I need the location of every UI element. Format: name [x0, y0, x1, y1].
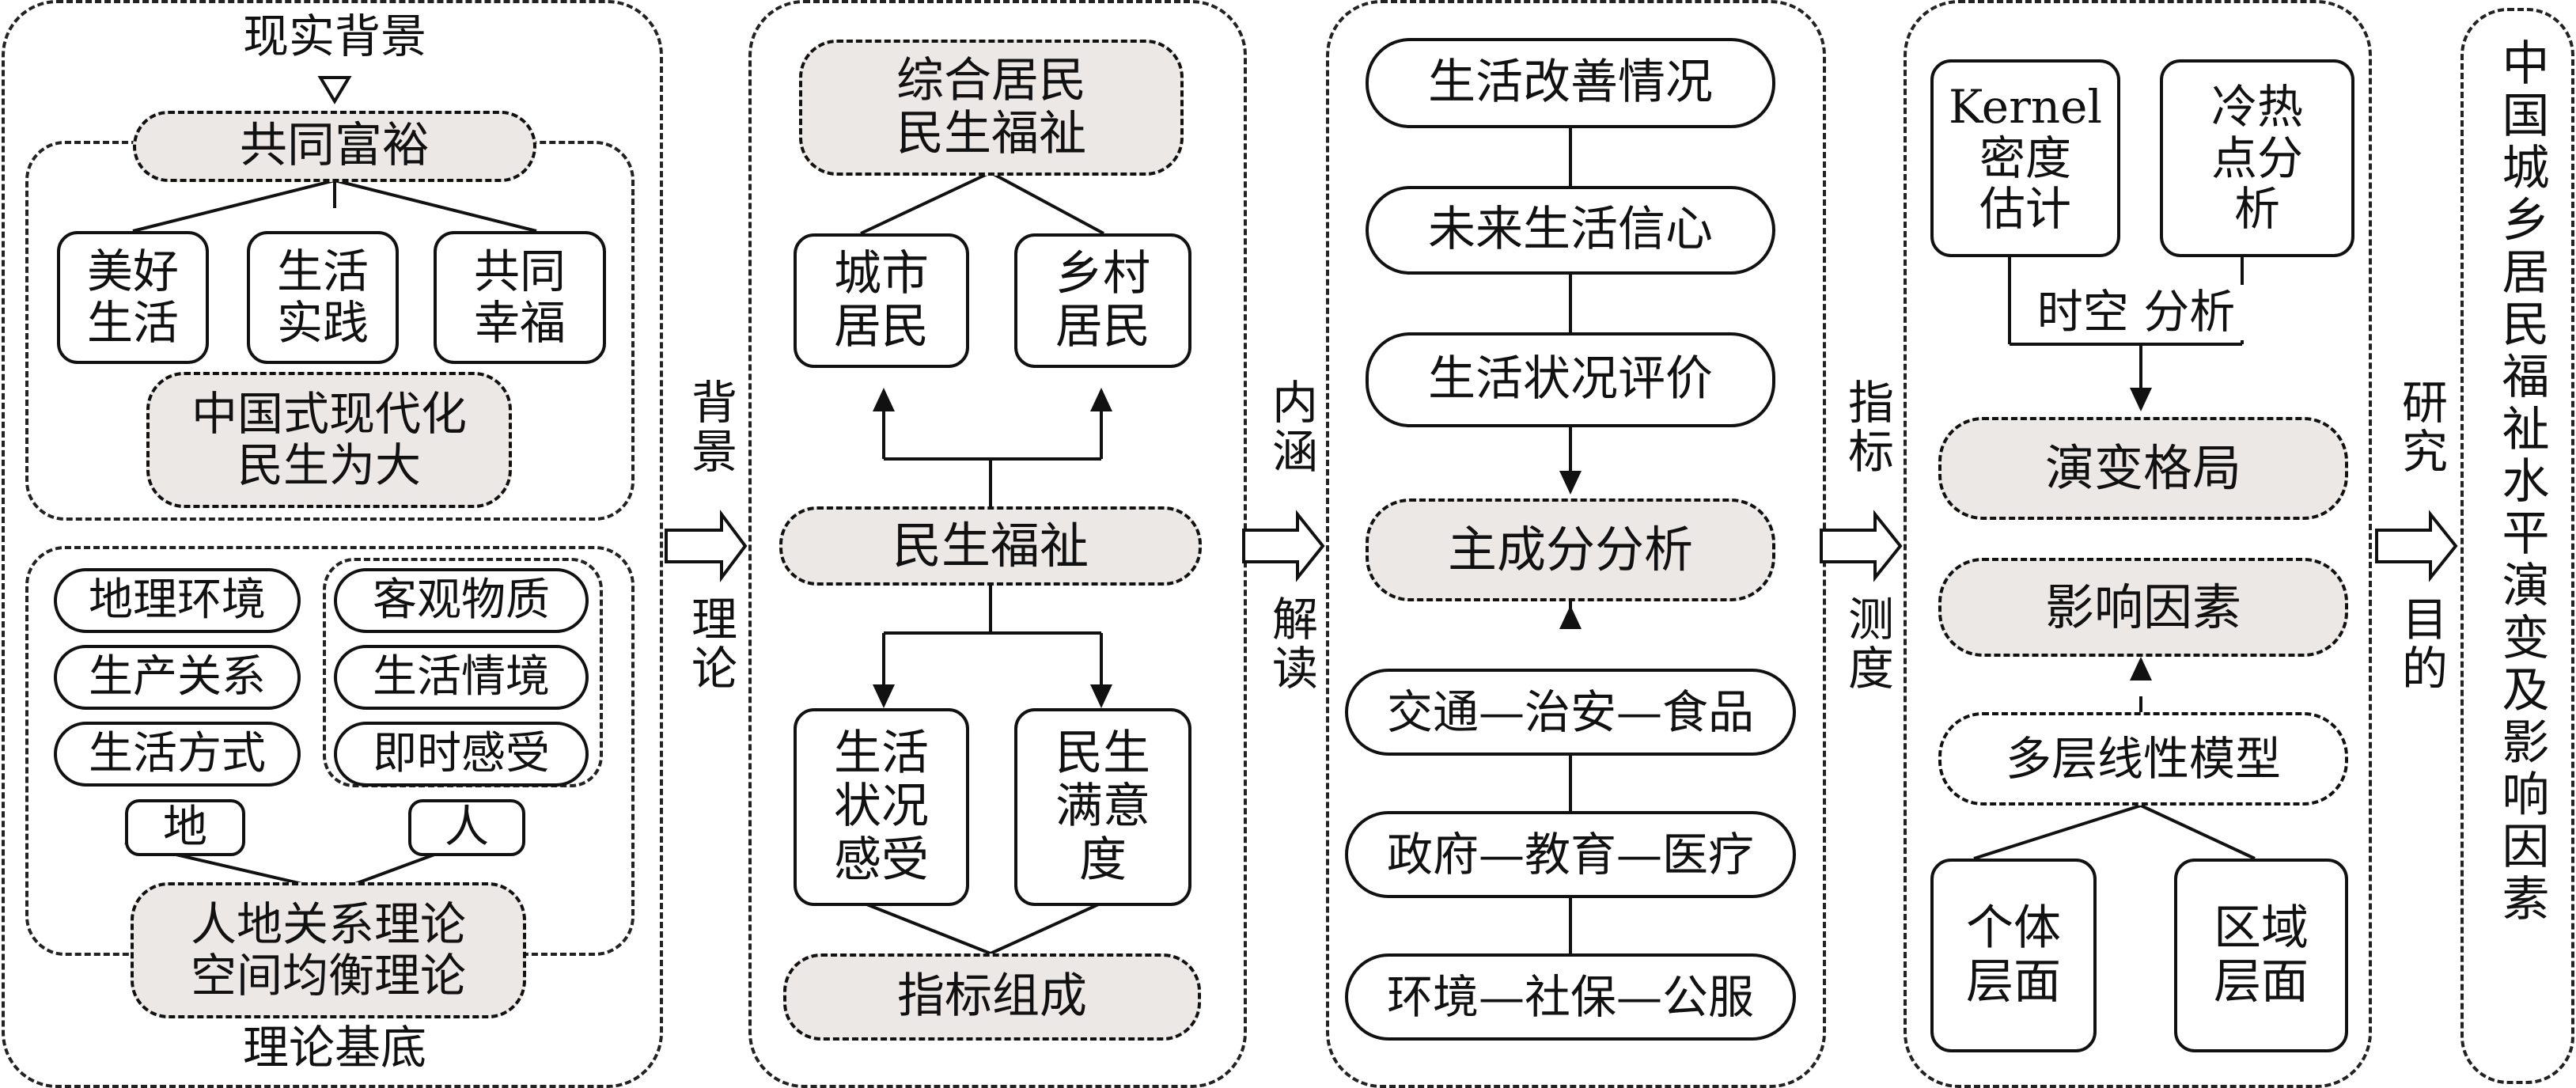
urban-residents-node: 城市 居民: [794, 233, 969, 368]
arrow-label-interpretation: 解读: [1264, 595, 1318, 693]
comprehensive-welfare-node: 综合居民 民生福祉: [799, 40, 1184, 176]
factor-life-situation: 生活情境: [334, 645, 589, 710]
goal-common-happiness: 共同 幸福: [434, 231, 606, 364]
arrow-label-background: 背景: [684, 378, 737, 476]
common-prosperity-node: 共同富裕: [133, 111, 536, 182]
gov-education-medical-node: 政府—教育—医疗: [1345, 811, 1796, 898]
indicator-composition-node: 指标组成: [783, 953, 1201, 1041]
theory-node: 人地关系理论 空间均衡理论: [131, 882, 526, 1018]
real-background-label: 现实背景: [242, 9, 426, 63]
future-confidence-node: 未来生活信心: [1366, 186, 1775, 275]
frame-theory: [2, 0, 663, 1088]
regional-level-node: 区域 层面: [2174, 859, 2348, 1052]
life-evaluation-node: 生活状况评价: [1366, 332, 1775, 427]
traffic-security-food-node: 交通—治安—食品: [1345, 669, 1796, 756]
arrow-label-theory: 理论: [684, 595, 737, 693]
factor-objective-material: 客观物质: [334, 568, 589, 633]
goal-life-practice: 生活 实践: [247, 231, 399, 364]
spatiotemporal-analysis-label: 时空 分析: [2017, 285, 2255, 340]
influencing-factors-node: 影响因素: [1938, 558, 2348, 657]
hotspot-analysis-node: 冷热 点分 析: [2160, 59, 2354, 257]
env-social-public-node: 环境—社保—公服: [1345, 953, 1796, 1041]
goal-beautiful-life: 美好 生活: [57, 231, 209, 364]
factor-geo-environment: 地理环境: [54, 568, 301, 633]
life-improvement-node: 生活改善情况: [1366, 38, 1775, 128]
arrow-label-research: 研究: [2394, 378, 2448, 476]
research-goal-title: 中国城乡居民福祉水平演变及影响因素: [2494, 38, 2549, 926]
life-situation-feeling-node: 生活 状况 感受: [794, 708, 969, 906]
livelihood-welfare-node: 民生福祉: [779, 506, 1202, 586]
factor-instant-feeling: 即时感受: [334, 722, 589, 787]
land-node: 地: [125, 799, 245, 856]
evolution-pattern-node: 演变格局: [1938, 417, 2348, 520]
hlm-node: 多层线性模型: [1938, 712, 2348, 806]
frame-goal: [2460, 8, 2574, 1084]
theory-base-label: 理论基底: [242, 1021, 426, 1075]
modernization-node: 中国式现代化 民生为大: [146, 372, 512, 508]
livelihood-satisfaction-node: 民生 满意 度: [1014, 708, 1191, 906]
factor-production-relations: 生产关系: [54, 645, 301, 710]
human-node: 人: [408, 799, 525, 856]
rural-residents-node: 乡村 居民: [1014, 233, 1191, 368]
arrow-label-purpose: 目的: [2394, 595, 2448, 693]
frame-analysis: [1904, 0, 2372, 1088]
pca-node: 主成分分析: [1366, 499, 1775, 601]
arrow-label-connotation: 内涵: [1264, 378, 1318, 476]
arrow-label-measurement: 测度: [1840, 595, 1894, 693]
kernel-density-node: Kernel 密度 估计: [1930, 59, 2120, 257]
arrow-label-indicator: 指标: [1840, 378, 1894, 476]
individual-level-node: 个体 层面: [1930, 859, 2097, 1052]
factor-lifestyle: 生活方式: [54, 722, 301, 787]
